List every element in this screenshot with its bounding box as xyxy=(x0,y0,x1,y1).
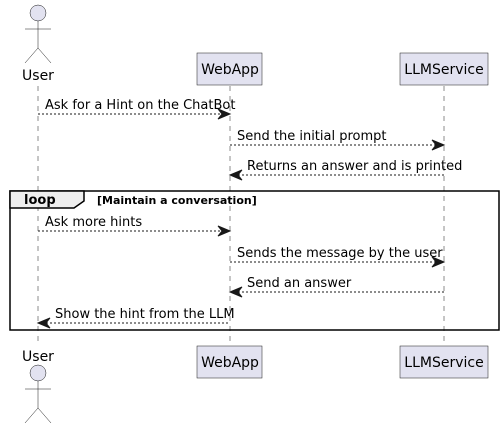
message-1: Ask for a Hint on the ChatBot xyxy=(38,98,235,120)
message-3-label: Returns an answer and is printed xyxy=(247,159,462,174)
participant-llmservice-bottom xyxy=(399,345,489,379)
actor-head-icon xyxy=(29,4,47,22)
arrow-left-icon xyxy=(228,286,243,298)
message-7: Show the hint from the LLM xyxy=(36,307,235,329)
loop-frame: loop [Maintain a conversation] xyxy=(9,190,500,331)
participant-webapp-top xyxy=(196,52,263,86)
actor-user-top xyxy=(24,4,52,64)
participant-llmservice-label-bottom: LLMService xyxy=(404,355,483,371)
participant-webapp-label-top: WebApp xyxy=(201,62,259,78)
arrow-left-icon xyxy=(36,317,51,329)
message-4-label: Ask more hints xyxy=(45,215,142,230)
message-5: Sends the message by the user xyxy=(230,246,446,268)
loop-tab xyxy=(9,190,85,209)
arrow-right-icon xyxy=(217,225,232,237)
loop-condition: [Maintain a conversation] xyxy=(97,194,257,207)
loop-keyword: loop xyxy=(24,193,56,208)
loop-box xyxy=(9,190,500,331)
participant-user-label-bottom: User xyxy=(22,349,54,365)
arrow-right-icon xyxy=(431,139,446,151)
participant-webapp-label-bottom: WebApp xyxy=(201,355,259,371)
message-6: Send an answer xyxy=(228,276,444,298)
arrow-right-icon xyxy=(217,108,232,120)
message-4: Ask more hints xyxy=(38,215,232,237)
participant-webapp-bottom xyxy=(196,345,263,379)
message-3: Returns an answer and is printed xyxy=(228,159,462,181)
actor-user-bottom xyxy=(24,364,52,424)
arrow-right-icon xyxy=(431,256,446,268)
participant-llmservice-label-top: LLMService xyxy=(404,62,483,78)
message-1-label: Ask for a Hint on the ChatBot xyxy=(45,98,235,113)
participant-user-label-top: User xyxy=(22,68,54,84)
message-6-label: Send an answer xyxy=(247,276,352,291)
message-5-label: Sends the message by the user xyxy=(237,246,443,261)
message-2: Send the initial prompt xyxy=(230,129,446,151)
arrow-left-icon xyxy=(228,169,243,181)
message-2-label: Send the initial prompt xyxy=(237,129,387,144)
actor-head-icon xyxy=(29,364,47,382)
participant-llmservice-top xyxy=(399,52,489,86)
message-7-label: Show the hint from the LLM xyxy=(55,307,235,322)
